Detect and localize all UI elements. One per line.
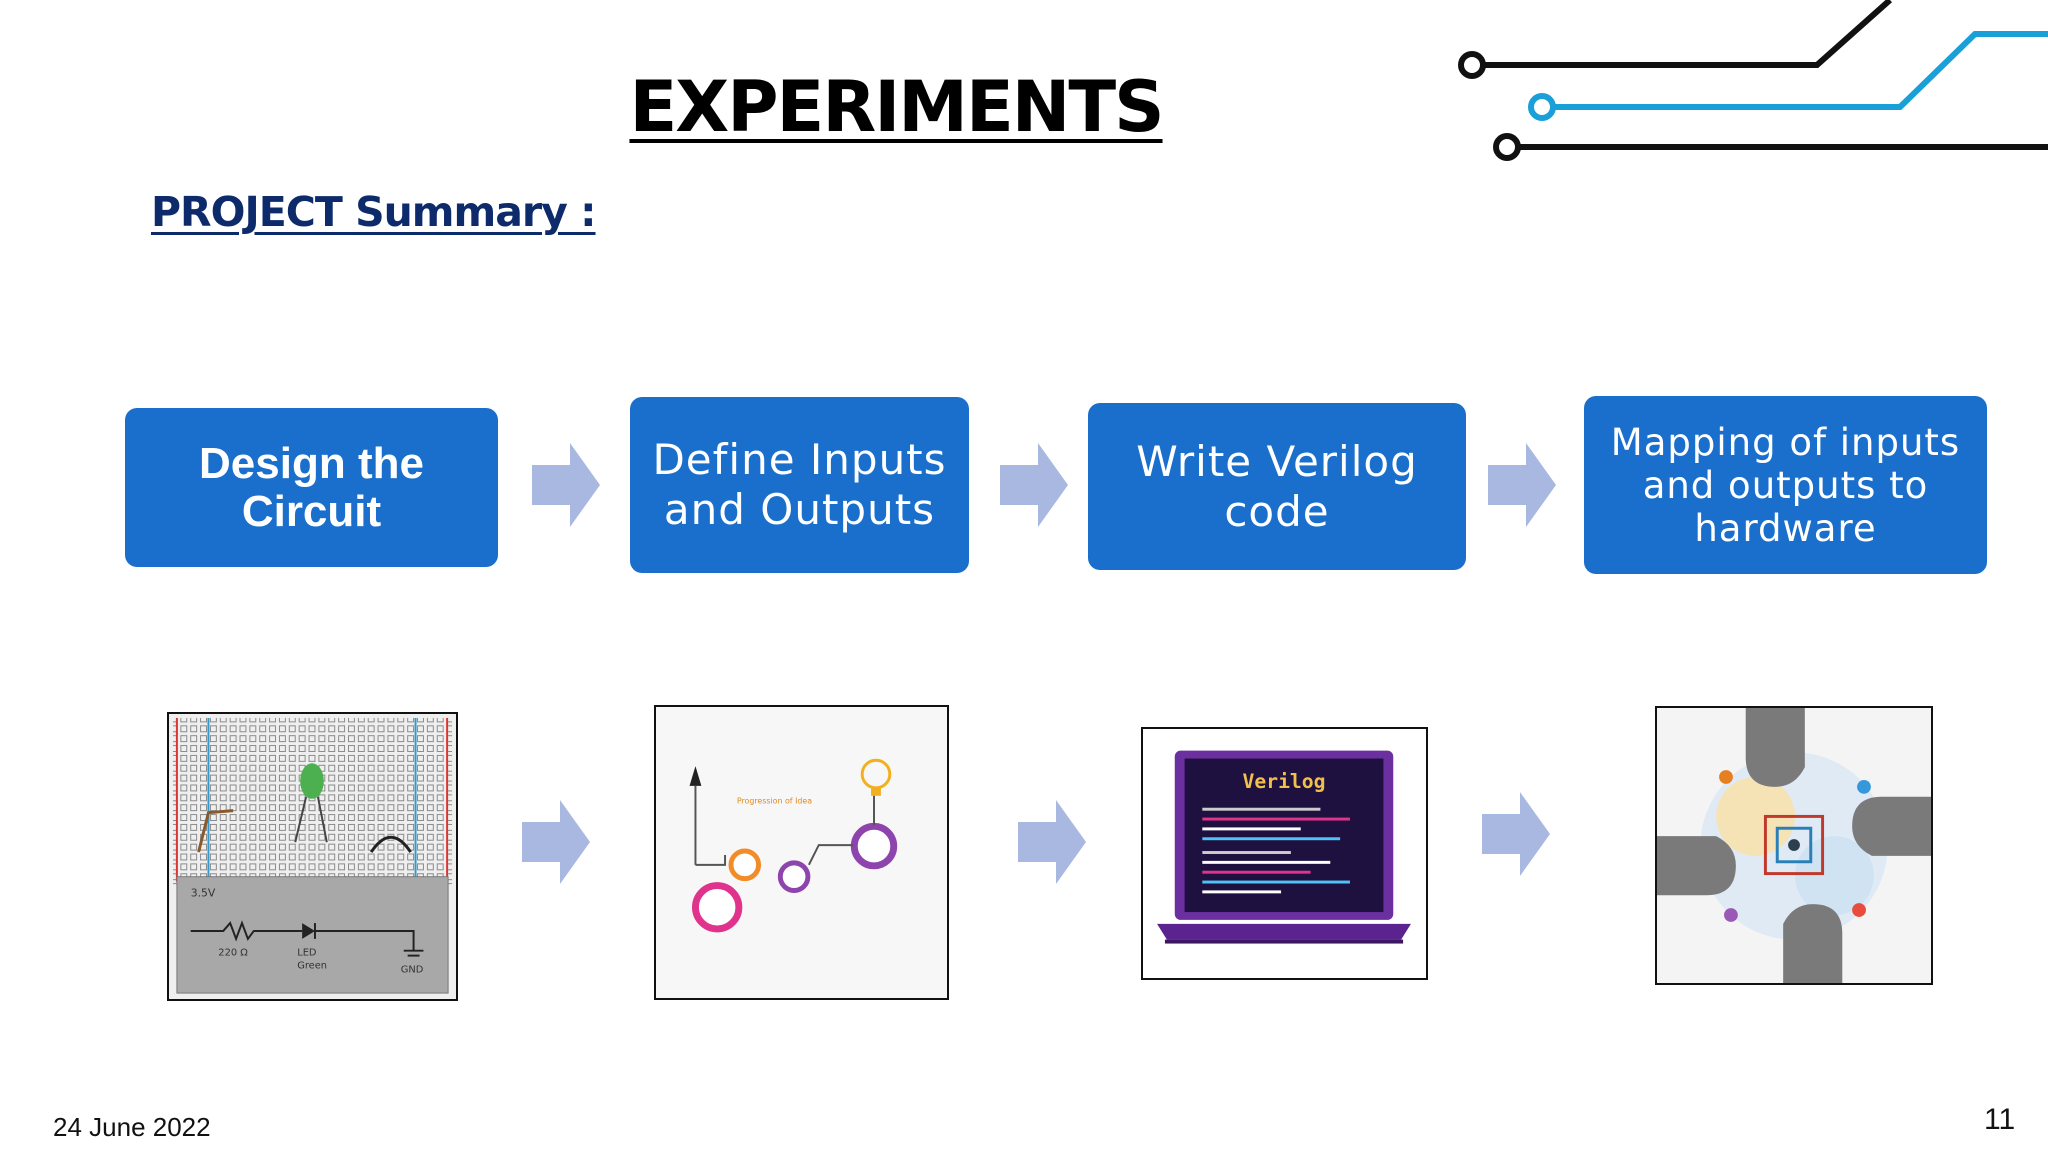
arrow-right-icon (522, 800, 590, 884)
breadboard-circuit-image: 3.5V 220 Ω LED Green GND (167, 712, 458, 1001)
arrow-right-icon (1018, 800, 1086, 884)
step-label-line: and Outputs (663, 485, 936, 534)
step-label-line: Define Inputs (652, 435, 947, 484)
laptop-icon: Verilog (1143, 729, 1426, 978)
step-label-line: Design the (199, 438, 424, 488)
breadboard-icon: 3.5V 220 Ω LED Green GND (169, 714, 456, 999)
page-number: 11 (1984, 1103, 2016, 1136)
screen-title: Verilog (1243, 770, 1326, 793)
led-label: LED (297, 948, 317, 959)
supply-label: 3.5V (191, 886, 216, 899)
step-label-line: Circuit (241, 486, 382, 536)
progression-gears-image: Progression of Idea (654, 705, 949, 1000)
resistor-label: 220 Ω (218, 948, 248, 959)
gears-caption: Progression of Idea (737, 797, 812, 806)
footer-date: 24 June 2022 (53, 1112, 211, 1142)
arrow-right-icon (532, 443, 600, 527)
step-label-line: Write Verilog (1136, 436, 1418, 486)
step-label-line: Mapping of inputs (1610, 420, 1961, 464)
step-label-line: code (1224, 486, 1330, 536)
arrow-right-icon (1488, 443, 1556, 527)
slide-title: EXPERIMENTS (629, 66, 1164, 148)
step-label-line: hardware (1694, 506, 1877, 550)
verilog-laptop-image: Verilog (1141, 727, 1428, 980)
arrow-right-icon (1000, 443, 1068, 527)
io-mapping-image (1655, 706, 1933, 985)
slide-subtitle: PROJECT Summary : (151, 188, 597, 236)
led-color-label: Green (297, 960, 327, 971)
circuit-trace-decoration (1458, 0, 2048, 161)
arrow-right-icon (1482, 792, 1550, 876)
heads-network-icon (1657, 708, 1931, 983)
step-label-line: and outputs to (1642, 463, 1929, 507)
gears-icon: Progression of Idea (656, 707, 947, 998)
ground-label: GND (401, 964, 424, 975)
